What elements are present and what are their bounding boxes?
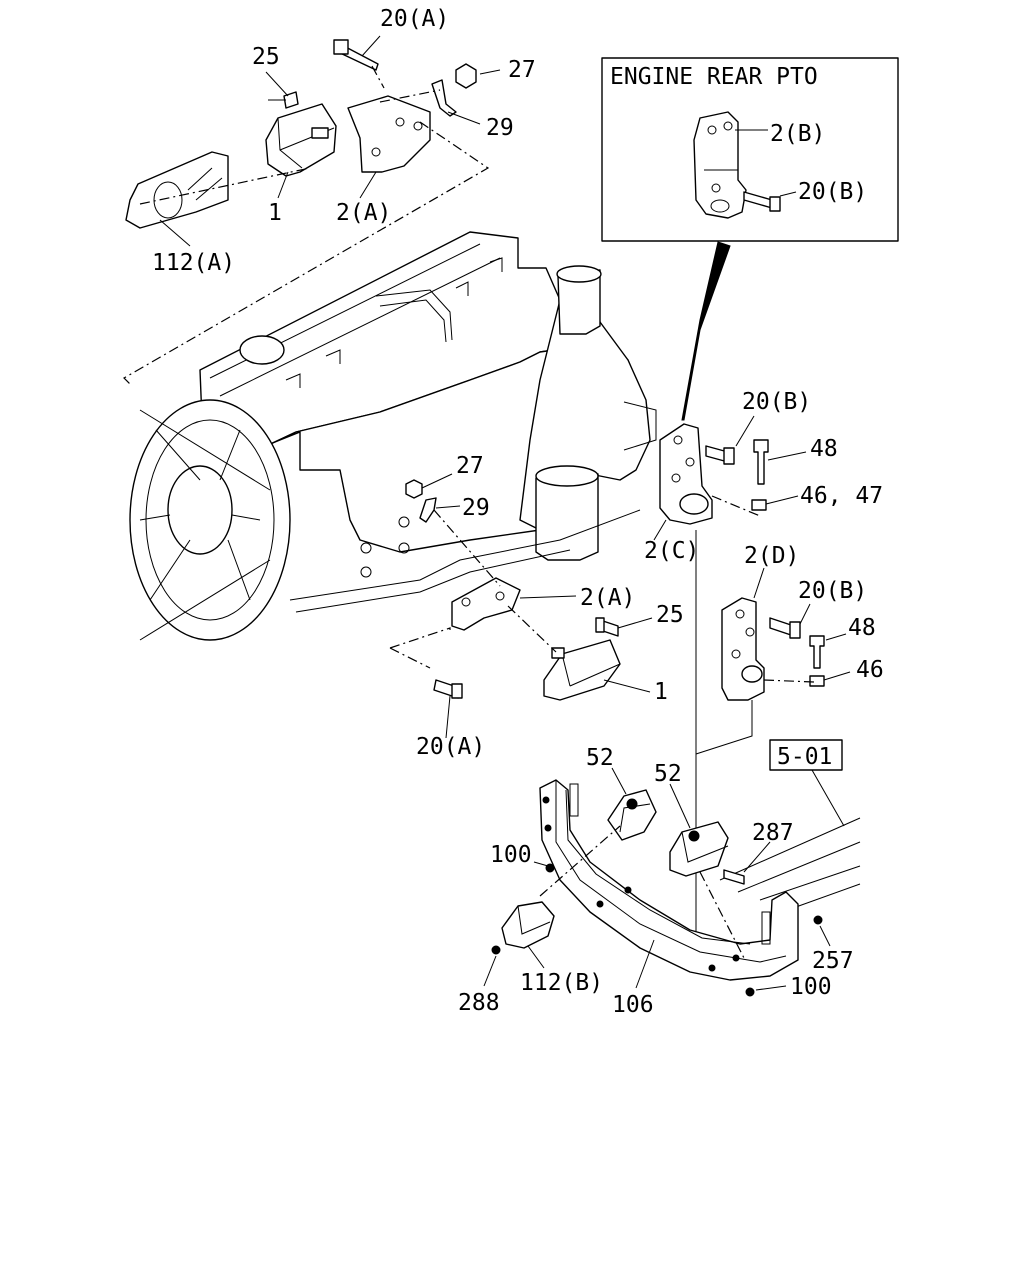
- mount-52-left: [607, 789, 657, 841]
- callout-46-low: 46: [856, 657, 884, 683]
- inset-bolt-20b: [743, 191, 773, 209]
- bracket-112a: [125, 151, 229, 229]
- inset-engine-rear-pto: ENGINE REAR PTO 2(B) 20(B): [601, 57, 899, 242]
- callout-20b-low: 20(B): [798, 578, 867, 604]
- clip-29-mid: [419, 497, 437, 523]
- bracket-2a-top: [347, 95, 431, 173]
- callout-2b-inset: 2(B): [770, 121, 825, 147]
- washer-46-low: [809, 675, 825, 687]
- ref-5-01: 5-01: [777, 744, 832, 770]
- bolt-287: [723, 869, 745, 885]
- callout-257: 257: [812, 948, 854, 974]
- callout-48-low: 48: [848, 615, 876, 641]
- bolt-48-mid: [753, 439, 769, 485]
- fuel-filter: [535, 473, 599, 561]
- nut-27-mid: [405, 479, 423, 499]
- callout-2a-top: 2(A): [336, 200, 391, 226]
- callout-46-47: 46, 47: [800, 483, 883, 509]
- callout-2c: 2(C): [644, 538, 699, 564]
- callout-20a-mid: 20(A): [416, 734, 485, 760]
- cooling-fan: [129, 399, 291, 641]
- callout-100-left: 100: [490, 842, 532, 868]
- callout-29-top: 29: [486, 115, 514, 141]
- mount-1-top: [265, 103, 337, 177]
- inset-bracket-2b: [693, 111, 747, 219]
- inset-frame: [601, 57, 899, 242]
- reference-box-5-01: [769, 739, 843, 771]
- callout-48-mid: 48: [810, 436, 838, 462]
- callout-20a-top: 20(A): [380, 6, 449, 32]
- nut-100-left: [545, 863, 555, 873]
- callout-1-top: 1: [268, 200, 282, 226]
- clip-29-top: [431, 79, 457, 117]
- callout-52-left: 52: [586, 745, 614, 771]
- callout-20b-inset: 20(B): [798, 179, 867, 205]
- callout-100-right: 100: [790, 974, 832, 1000]
- washer-46-47-mid: [751, 499, 767, 511]
- callout-52-right: 52: [654, 761, 682, 787]
- front-left-mount-group: 20(A) 25 27 29 1 2(A) 112(A): [123, 6, 536, 385]
- rear-mount-2c-group: 20(B) 48 46, 47 2(C): [644, 389, 883, 960]
- callout-106: 106: [612, 992, 654, 1018]
- callout-1-mid: 1: [654, 679, 668, 705]
- callout-25-mid: 25: [656, 602, 684, 628]
- callout-29-mid: 29: [462, 495, 490, 521]
- nut-288: [491, 945, 501, 955]
- callout-20b-mid: 20(B): [742, 389, 811, 415]
- rear-mount-2d-group: 2(D) 20(B) 48 46: [695, 543, 884, 755]
- bracket-2a-mid: [451, 577, 521, 631]
- callout-112a: 112(A): [152, 250, 235, 276]
- oil-filler-cap: [239, 335, 285, 365]
- callout-2d: 2(D): [744, 543, 799, 569]
- bracket-2d: [721, 597, 765, 701]
- callout-2a-mid: 2(A): [580, 585, 635, 611]
- callout-288: 288: [458, 990, 500, 1016]
- crossmember-group: 5-01: [458, 739, 861, 1018]
- bolt-48-low: [809, 635, 825, 669]
- inset-pointer: [681, 241, 731, 421]
- front-right-mount-group: 27 29 2(A) 25 1 20(A): [389, 453, 684, 760]
- bracket-112b: [501, 901, 555, 949]
- engine-block: [129, 231, 657, 641]
- callout-27-top: 27: [508, 57, 536, 83]
- callout-287: 287: [752, 820, 794, 846]
- nut-27-top: [455, 63, 477, 89]
- inset-title: ENGINE REAR PTO: [610, 64, 818, 90]
- callout-112b: 112(B): [520, 970, 603, 996]
- crossmember-106: [539, 779, 799, 981]
- mount-52-right: [669, 821, 729, 877]
- nut-100-right: [745, 987, 755, 997]
- callout-27-mid: 27: [456, 453, 484, 479]
- nut-257: [813, 915, 823, 925]
- callout-25-top: 25: [252, 44, 280, 70]
